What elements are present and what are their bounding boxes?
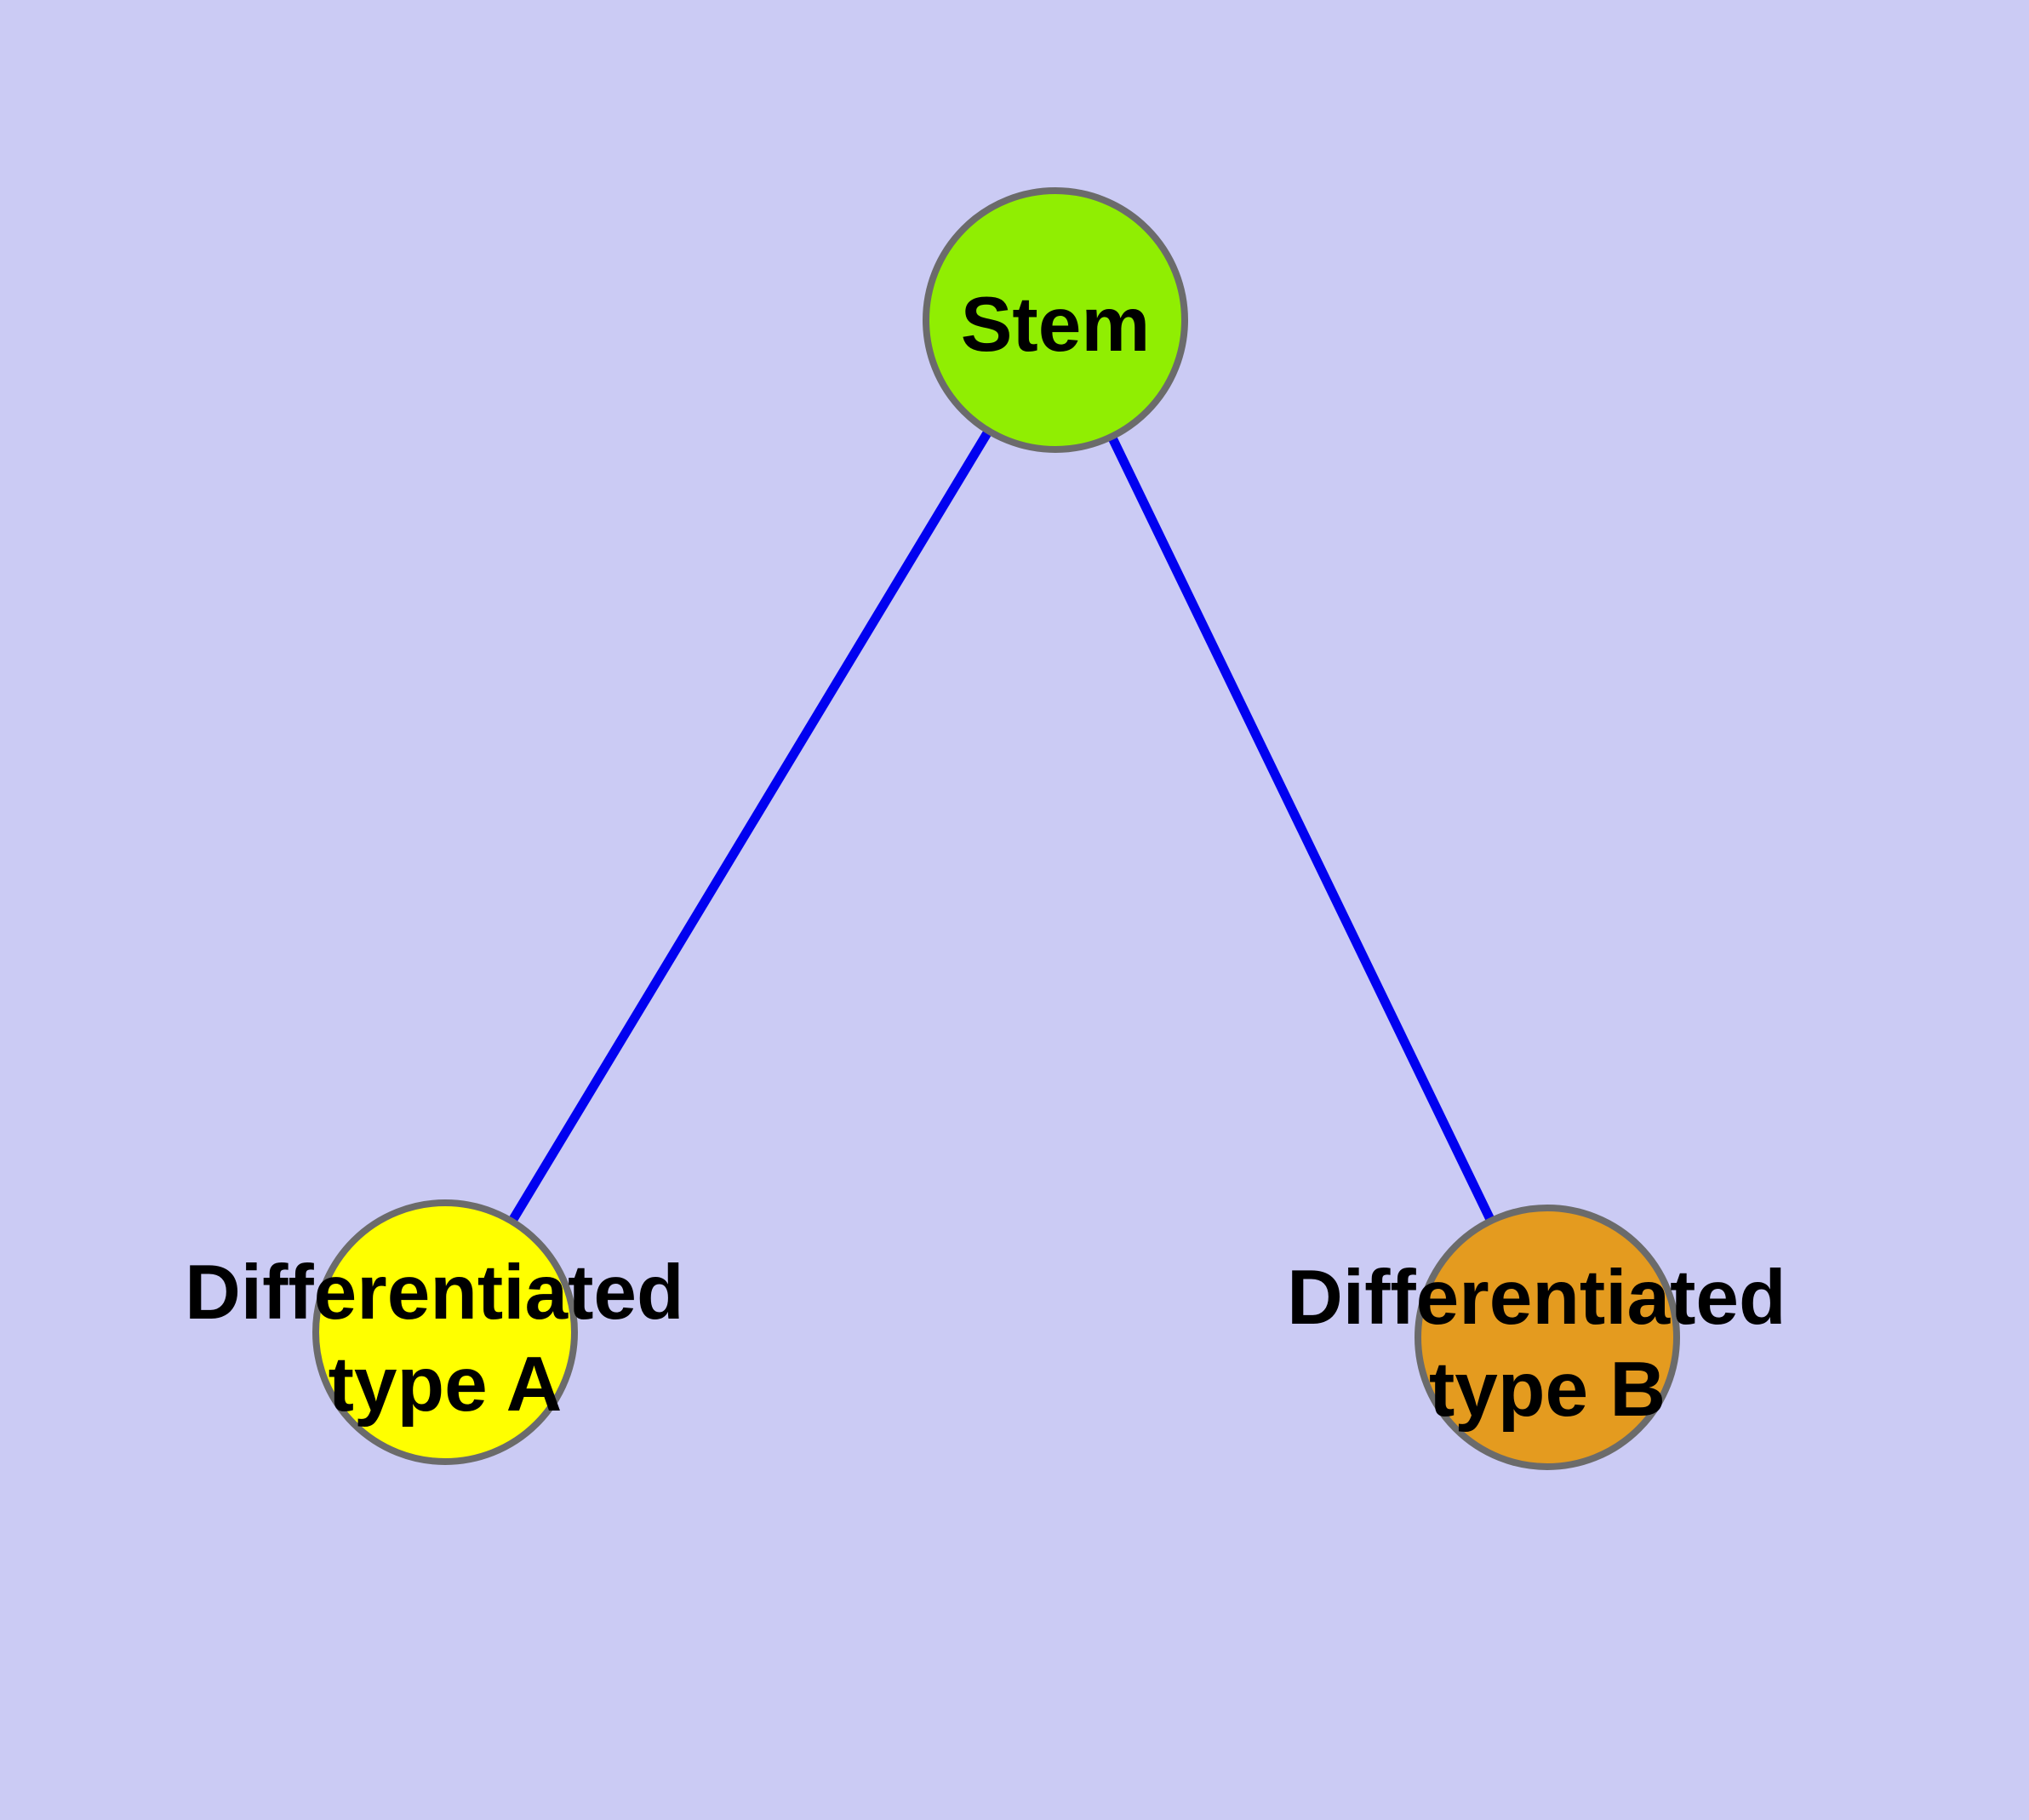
differentiated-type-b-node bbox=[1415, 1205, 1680, 1470]
type-b-label-line-1: Differentiated bbox=[1287, 1255, 1786, 1341]
edge-stem-to-type-b bbox=[1051, 318, 1552, 1340]
type-a-node-label: Differentiated type A bbox=[185, 1250, 706, 1428]
stem-node-label: Stem bbox=[961, 282, 1151, 368]
differentiated-type-a-node bbox=[312, 1199, 578, 1465]
type-b-label-line-2: type B bbox=[1429, 1347, 1666, 1433]
type-b-node-label: Differentiated type B bbox=[1287, 1255, 1808, 1433]
edge-stem-to-type-a bbox=[441, 318, 1060, 1335]
type-a-label-line-1: Differentiated bbox=[185, 1250, 684, 1336]
type-a-label-line-2: type A bbox=[329, 1342, 563, 1428]
stem-node bbox=[923, 187, 1188, 453]
